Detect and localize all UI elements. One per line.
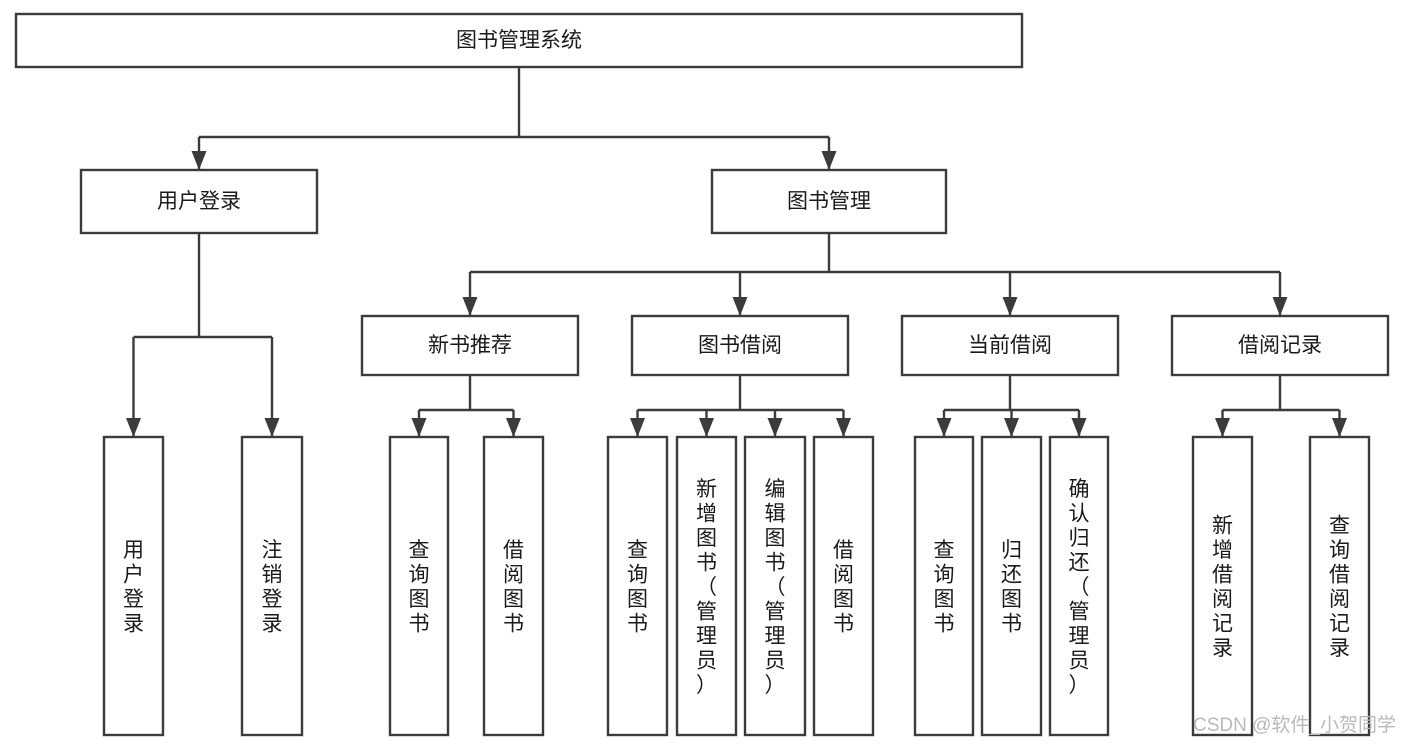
csdn-watermark: CSDN @软件_小贺同学: [1193, 714, 1396, 736]
node-leaf-query-borrow-record-label: 查询借阅记录: [1329, 515, 1350, 661]
node-leaf-query-book-recommend-box[interactable]: [388, 435, 450, 737]
arrow-head-icon: [411, 418, 427, 437]
arrow-head-icon: [462, 297, 478, 316]
node-root[interactable]: 图书管理系统: [14, 12, 1024, 69]
node-leaf-return-book-box[interactable]: [980, 435, 1043, 737]
arrow-head-icon: [1272, 297, 1288, 316]
arrow-head-icon: [1215, 418, 1230, 437]
arrow-head-icon: [1332, 418, 1347, 437]
node-leaf-query-book-recommend-label: 查询图书: [409, 539, 430, 636]
arrow-head-icon: [836, 418, 851, 437]
node-current-borrow-label: 当前借阅: [968, 334, 1052, 357]
node-root-label: 图书管理系统: [456, 29, 582, 52]
node-book-borrow-label: 图书借阅: [698, 334, 782, 357]
node-leaf-borrow-book-recommend-box[interactable]: [482, 435, 545, 737]
node-leaf-add-borrow-record-label: 新增借阅记录: [1212, 515, 1233, 661]
node-leaf-confirm-return-admin-label: 确认归还（管理员）: [1069, 478, 1090, 697]
node-leaf-logout-login[interactable]: 注销登录: [240, 435, 304, 737]
node-leaf-query-borrow-record-box[interactable]: [1308, 435, 1371, 737]
node-leaf-query-book-current[interactable]: 查询图书: [913, 435, 975, 737]
node-layer: 图书管理系统用户登录图书管理新书推荐图书借阅当前借阅借阅记录用户登录注销登录查询…: [14, 12, 1390, 737]
node-leaf-borrow-book-recommend[interactable]: 借阅图书: [482, 435, 545, 737]
arrow-head-icon: [506, 418, 521, 437]
arrow-head-icon: [630, 418, 645, 437]
node-leaf-confirm-return-admin-box[interactable]: [1048, 435, 1110, 737]
node-leaf-return-book-label: 归还图书: [1001, 539, 1022, 636]
node-leaf-query-book-borrow-label: 查询图书: [627, 539, 648, 636]
node-book-management-label: 图书管理: [787, 190, 871, 213]
node-user-login-label: 用户登录: [157, 190, 241, 213]
node-leaf-add-book-admin[interactable]: 新增图书（管理员）: [675, 435, 738, 737]
node-new-book-recommend-label: 新书推荐: [428, 334, 512, 357]
arrow-head-icon: [264, 418, 280, 437]
node-borrow-record-box[interactable]: [1170, 314, 1390, 377]
arrow-head-icon: [732, 297, 748, 316]
node-book-borrow-box[interactable]: [630, 314, 850, 377]
node-leaf-borrow-book-box[interactable]: [812, 435, 875, 737]
arrow-head-icon: [1071, 418, 1087, 437]
arrow-head-icon: [126, 418, 141, 437]
arrow-head-icon: [699, 418, 714, 437]
node-current-borrow-box[interactable]: [900, 314, 1120, 377]
node-leaf-return-book[interactable]: 归还图书: [980, 435, 1043, 737]
node-book-management-box[interactable]: [710, 168, 948, 235]
node-leaf-add-borrow-record-box[interactable]: [1191, 435, 1254, 737]
node-leaf-edit-book-admin[interactable]: 编辑图书（管理员）: [743, 435, 807, 737]
node-root-box[interactable]: [14, 12, 1024, 69]
node-leaf-borrow-book-label: 借阅图书: [833, 539, 854, 636]
node-book-borrow[interactable]: 图书借阅: [630, 314, 850, 377]
node-new-book-recommend[interactable]: 新书推荐: [360, 314, 580, 377]
node-leaf-edit-book-admin-label: 编辑图书（管理员）: [765, 478, 786, 697]
node-leaf-borrow-book-recommend-label: 借阅图书: [503, 539, 524, 636]
node-leaf-add-book-admin-label: 新增图书（管理员）: [696, 478, 717, 697]
node-user-login-box[interactable]: [79, 168, 319, 235]
node-user-login[interactable]: 用户登录: [79, 168, 319, 235]
node-leaf-edit-book-admin-box[interactable]: [743, 435, 807, 737]
node-leaf-query-book-recommend[interactable]: 查询图书: [388, 435, 450, 737]
node-leaf-logout-login-box[interactable]: [240, 435, 304, 737]
arrow-head-icon: [767, 418, 783, 437]
node-book-management[interactable]: 图书管理: [710, 168, 948, 235]
node-leaf-borrow-book[interactable]: 借阅图书: [812, 435, 875, 737]
node-current-borrow[interactable]: 当前借阅: [900, 314, 1120, 377]
arrow-head-icon: [821, 151, 837, 170]
node-borrow-record[interactable]: 借阅记录: [1170, 314, 1390, 377]
node-leaf-query-book-borrow[interactable]: 查询图书: [606, 435, 669, 737]
arrow-head-icon: [936, 418, 952, 437]
node-leaf-query-book-current-box[interactable]: [913, 435, 975, 737]
node-leaf-user-login[interactable]: 用户登录: [102, 435, 165, 737]
arrow-head-icon: [1004, 418, 1019, 437]
node-leaf-query-book-borrow-box[interactable]: [606, 435, 669, 737]
arrow-head-icon: [191, 151, 207, 170]
node-leaf-query-book-current-label: 查询图书: [934, 539, 955, 636]
node-leaf-add-borrow-record[interactable]: 新增借阅记录: [1191, 435, 1254, 737]
node-leaf-add-book-admin-box[interactable]: [675, 435, 738, 737]
node-leaf-confirm-return-admin[interactable]: 确认归还（管理员）: [1048, 435, 1110, 737]
node-borrow-record-label: 借阅记录: [1238, 334, 1322, 357]
node-leaf-user-login-box[interactable]: [102, 435, 165, 737]
node-leaf-logout-login-label: 注销登录: [262, 539, 283, 636]
node-leaf-query-borrow-record[interactable]: 查询借阅记录: [1308, 435, 1371, 737]
node-new-book-recommend-box[interactable]: [360, 314, 580, 377]
node-leaf-user-login-label: 用户登录: [123, 539, 144, 636]
connector-layer: [126, 67, 1347, 437]
arrow-head-icon: [1002, 297, 1018, 316]
